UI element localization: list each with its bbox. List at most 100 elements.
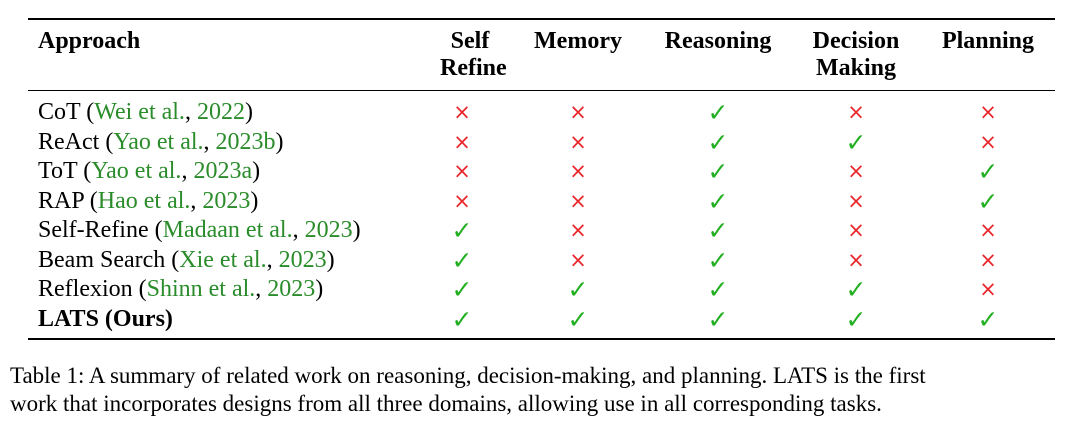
header-memory: Memory bbox=[534, 28, 622, 54]
citation-separator: , bbox=[181, 158, 194, 184]
approach-cell: ReAct (Yao et al., 2023b) bbox=[38, 128, 284, 158]
check-icon: ✓ bbox=[451, 275, 473, 304]
check-icon: ✓ bbox=[707, 157, 729, 186]
cross-icon: × bbox=[979, 129, 997, 154]
citation-year[interactable]: 2022 bbox=[196, 99, 245, 125]
check-icon: ✓ bbox=[707, 275, 729, 304]
table-row: RAP (Hao et al., 2023) × × ✓ × ✓ bbox=[28, 187, 1055, 217]
citation-close: ) bbox=[250, 187, 259, 214]
cross-icon: × bbox=[979, 100, 997, 124]
citation-close: ) bbox=[275, 128, 284, 155]
header-self-refine-line1: Self bbox=[450, 28, 490, 54]
cross-icon: × bbox=[569, 159, 587, 183]
approach-name: LATS (Ours) bbox=[38, 305, 173, 332]
header-decision-making-line2: Making bbox=[815, 55, 896, 81]
approach-cell: CoT (Wei et al., 2022) bbox=[38, 98, 253, 128]
citation-authors[interactable]: Shinn et al. bbox=[146, 276, 256, 302]
citation-year[interactable]: 2023 bbox=[304, 217, 353, 243]
check-icon: ✓ bbox=[977, 157, 999, 186]
citation-close: ) bbox=[326, 246, 335, 273]
cross-icon: × bbox=[453, 188, 471, 213]
check-icon: ✓ bbox=[451, 304, 473, 334]
approach-name: Beam Search ( bbox=[38, 246, 180, 273]
check-icon: ✓ bbox=[845, 275, 867, 304]
top-rule bbox=[28, 18, 1055, 20]
citation-year[interactable]: 2023a bbox=[193, 158, 253, 184]
table-row: CoT (Wei et al., 2022) × × ✓ × × bbox=[28, 98, 1055, 128]
check-icon: ✓ bbox=[707, 245, 729, 275]
cross-icon: × bbox=[847, 218, 865, 242]
approach-name: CoT ( bbox=[38, 99, 95, 125]
header-rule bbox=[28, 90, 1055, 91]
citation-authors[interactable]: Yao et al. bbox=[113, 128, 204, 155]
cross-icon: × bbox=[847, 159, 865, 183]
citation-year[interactable]: 2023 bbox=[202, 187, 251, 214]
caption-line-1: Table 1: A summary of related work on re… bbox=[10, 363, 926, 388]
check-icon: ✓ bbox=[977, 186, 999, 216]
cross-icon: × bbox=[569, 100, 587, 124]
approach-name: Self-Refine ( bbox=[38, 217, 163, 243]
check-icon: ✓ bbox=[451, 216, 473, 245]
table-row: LATS (Ours)✓✓✓✓✓ bbox=[28, 305, 1055, 335]
cross-icon: × bbox=[569, 247, 587, 272]
check-icon: ✓ bbox=[707, 127, 729, 157]
check-icon: ✓ bbox=[707, 186, 729, 216]
table-row: Beam Search (Xie et al., 2023)✓×✓×× bbox=[28, 246, 1055, 276]
cross-icon: × bbox=[569, 188, 587, 213]
citation-authors[interactable]: Yao et al. bbox=[91, 158, 182, 184]
cross-icon: × bbox=[979, 218, 997, 242]
approach-cell: Reflexion (Shinn et al., 2023) bbox=[38, 275, 323, 305]
citation-separator: , bbox=[266, 246, 279, 273]
approach-cell: Beam Search (Xie et al., 2023) bbox=[38, 246, 335, 276]
citation-close: ) bbox=[244, 99, 253, 125]
table-row: Reflexion (Shinn et al., 2023) ✓ ✓ ✓ ✓ × bbox=[28, 275, 1055, 305]
table-row: Self-Refine (Madaan et al., 2023) ✓ × ✓ × × bbox=[28, 216, 1055, 246]
approach-name: Reflexion ( bbox=[38, 276, 147, 302]
approach-cell: RAP (Hao et al., 2023) bbox=[38, 187, 258, 217]
header-planning: Planning bbox=[941, 28, 1035, 54]
table-caption: Table 1: A summary of related work on re… bbox=[10, 362, 1075, 418]
cross-icon: × bbox=[847, 100, 865, 124]
citation-close: ) bbox=[252, 158, 261, 184]
citation-authors[interactable]: Madaan et al. bbox=[162, 217, 293, 243]
header-self-refine: Self Refine bbox=[440, 28, 507, 82]
citation-year[interactable]: 2023b bbox=[215, 128, 276, 155]
check-icon: ✓ bbox=[707, 304, 729, 334]
check-icon: ✓ bbox=[845, 127, 867, 157]
approach-cell: Self-Refine (Madaan et al., 2023) bbox=[38, 216, 361, 246]
header-approach: Approach bbox=[38, 28, 141, 54]
cross-icon: × bbox=[453, 100, 471, 124]
header-decision-making: Decision Making bbox=[806, 28, 906, 82]
check-icon: ✓ bbox=[567, 275, 589, 304]
caption-line-2: work that incorporates designs from all … bbox=[10, 391, 882, 416]
citation-authors[interactable]: Hao et al. bbox=[97, 187, 191, 214]
cross-icon: × bbox=[847, 188, 865, 213]
citation-authors[interactable]: Xie et al. bbox=[179, 246, 267, 273]
check-icon: ✓ bbox=[707, 216, 729, 245]
citation-year[interactable]: 2023 bbox=[278, 246, 327, 273]
table-row: ToT (Yao et al., 2023a)××✓×✓ bbox=[28, 157, 1055, 187]
cross-icon: × bbox=[569, 129, 587, 154]
approach-name: RAP ( bbox=[38, 187, 98, 214]
cross-icon: × bbox=[569, 218, 587, 242]
header-reasoning: Reasoning bbox=[664, 28, 772, 54]
bottom-rule bbox=[28, 338, 1055, 340]
cross-icon: × bbox=[453, 129, 471, 154]
check-icon: ✓ bbox=[707, 98, 729, 127]
citation-separator: , bbox=[292, 217, 305, 243]
citation-close: ) bbox=[352, 217, 361, 243]
approach-name: ReAct ( bbox=[38, 128, 114, 155]
check-icon: ✓ bbox=[451, 245, 473, 275]
check-icon: ✓ bbox=[845, 304, 867, 334]
table-row: ReAct (Yao et al., 2023b) × × ✓ ✓ × bbox=[28, 128, 1055, 158]
cross-icon: × bbox=[979, 277, 997, 301]
citation-separator: , bbox=[255, 276, 268, 302]
citation-authors[interactable]: Wei et al. bbox=[94, 99, 185, 125]
cross-icon: × bbox=[979, 247, 997, 272]
header-self-refine-line2: Refine bbox=[440, 55, 507, 81]
citation-year[interactable]: 2023 bbox=[267, 276, 316, 302]
citation-separator: , bbox=[190, 187, 203, 214]
check-icon: ✓ bbox=[977, 304, 999, 334]
header-decision-making-line1: Decision bbox=[812, 28, 900, 54]
cross-icon: × bbox=[453, 159, 471, 183]
